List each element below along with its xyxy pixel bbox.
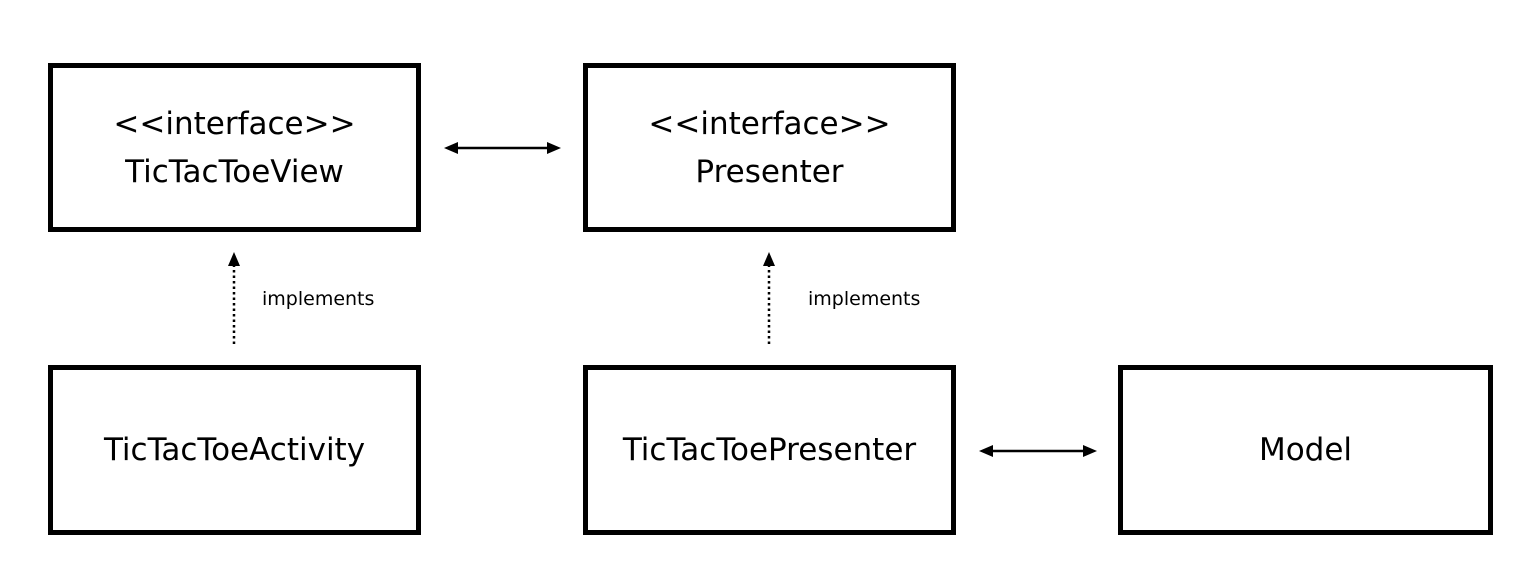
tictactoe-presenter-name: TicTacToePresenter	[622, 432, 917, 468]
view-presenter-double-arrow	[444, 142, 561, 154]
implements-label-view: implements	[262, 288, 375, 310]
view-name: TicTacToeView	[125, 153, 344, 190]
tictactoe-activity-box: TicTacToeActivity	[48, 365, 421, 535]
tictactoe-view-interface-box: <<interface>> TicTacToeView	[48, 63, 421, 232]
tictactoe-presenter-box: TicTacToePresenter	[583, 365, 956, 535]
presenter-model-double-arrow	[979, 445, 1097, 457]
model-box: Model	[1118, 365, 1493, 535]
view-stereotype: <<interface>>	[113, 105, 356, 142]
activity-implements-view-arrow	[228, 252, 240, 344]
implements-label-presenter: implements	[808, 288, 921, 310]
presenter-stereotype: <<interface>>	[648, 105, 891, 142]
activity-name: TicTacToeActivity	[103, 432, 366, 468]
model-name: Model	[1258, 432, 1353, 468]
presenter-name: Presenter	[695, 153, 844, 190]
presenter-interface-box: <<interface>> Presenter	[583, 63, 956, 232]
tttp-implements-presenter-arrow	[763, 252, 775, 344]
